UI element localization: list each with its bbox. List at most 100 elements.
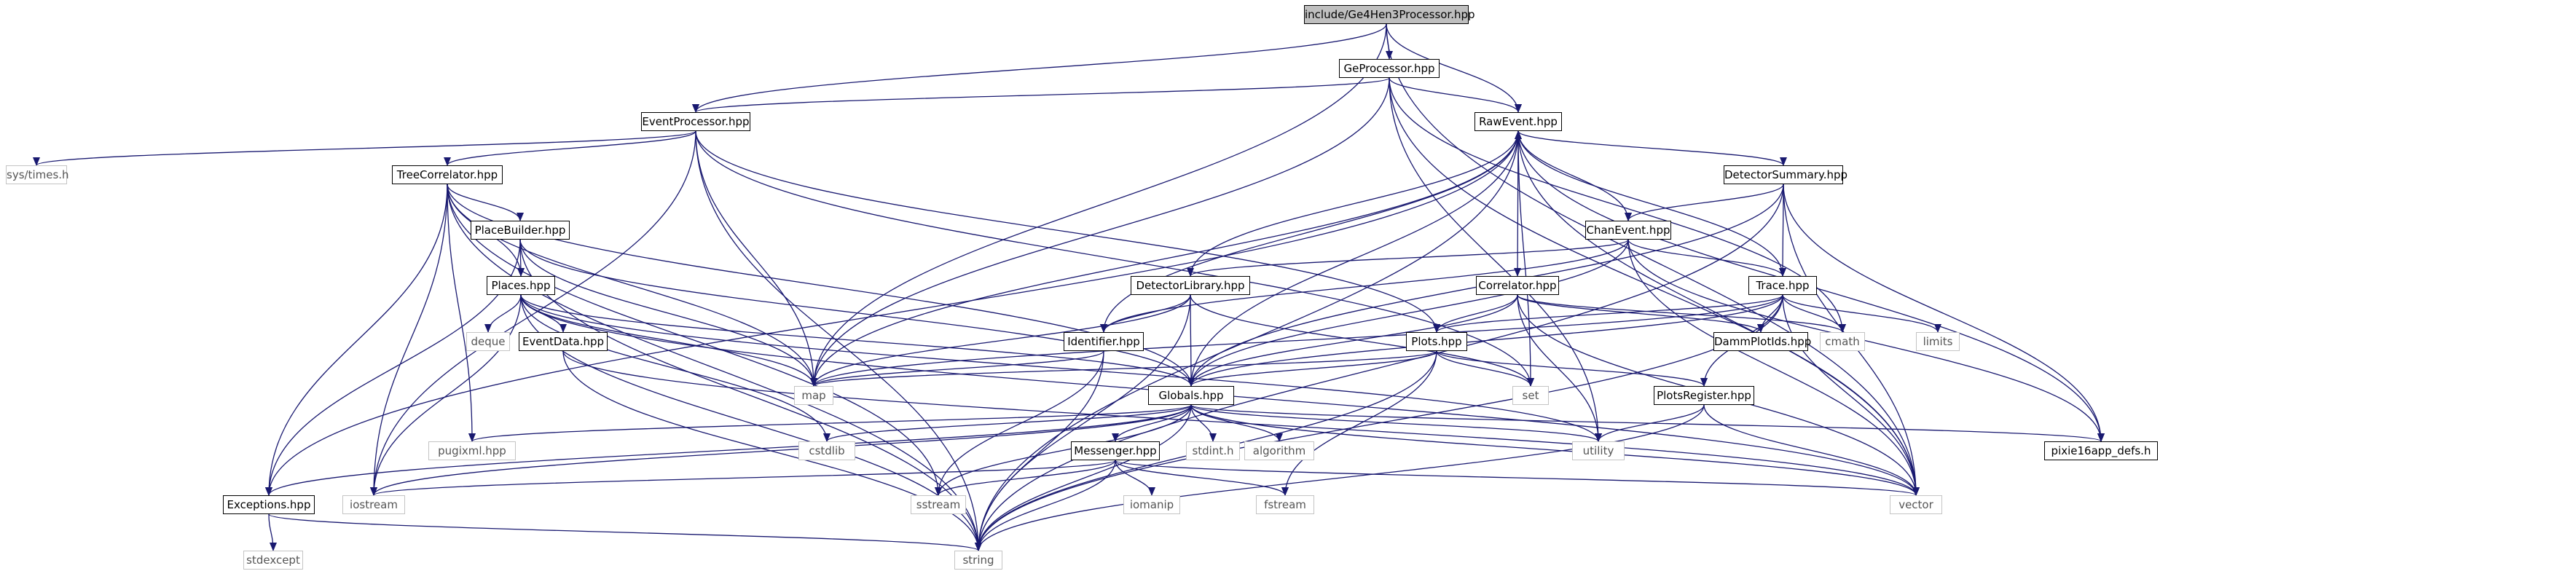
edge-eventproc-to-systimes — [33, 130, 696, 166]
edge-chanevent-to-trace — [1627, 239, 1786, 277]
edge-exceptions-to-string — [268, 513, 982, 551]
edge-trace-to-cmath — [1782, 294, 1846, 333]
node-pixie16app-defs-h[interactable]: pixie16app_defs.h — [2044, 441, 2158, 460]
edge-globals-to-pugixml — [468, 404, 1192, 442]
node-chanevent-hpp[interactable]: ChanEvent.hpp — [1585, 221, 1671, 240]
edge-rawevent-to-set — [1517, 130, 1534, 387]
edge-detlib-to-set — [1190, 294, 1534, 387]
edge-root-to-eventproc — [692, 23, 1387, 113]
edge-identifier-to-sstream — [935, 350, 1104, 496]
node-stdexcept: stdexcept — [243, 551, 303, 570]
edge-correlator-to-utility — [1517, 294, 1602, 442]
dependency-edges — [33, 23, 2105, 551]
edge-chanevent-to-vector — [1627, 239, 1920, 496]
edge-root-to-rawevent — [1386, 23, 1522, 113]
edge-eventproc-to-iostream — [370, 130, 696, 496]
node-plotsregister-hpp[interactable]: PlotsRegister.hpp — [1654, 386, 1754, 405]
edge-trace-to-map — [810, 294, 1783, 387]
edge-plots-to-plotsreg — [1436, 350, 1708, 387]
edge-placebuilder-to-map — [519, 239, 817, 387]
edge-globals-to-vector — [1190, 404, 1920, 496]
edge-messenger-to-iostream — [370, 460, 1116, 496]
node-map: map — [794, 386, 833, 405]
edge-detlib-to-globals — [1187, 294, 1195, 387]
edge-eventproc-to-set — [695, 130, 1534, 387]
edge-globals-to-stdinth — [1190, 404, 1217, 442]
edge-treecorr-to-iostream — [370, 184, 448, 496]
edge-globals-to-utility — [1190, 404, 1602, 442]
edge-globals-to-cstdlib — [823, 404, 1192, 442]
edge-trace-to-vector — [1782, 294, 1920, 496]
node-geprocessor-hpp[interactable]: GeProcessor.hpp — [1339, 59, 1440, 78]
edge-detlib-to-map — [810, 294, 1191, 387]
edge-treecorr-to-string — [447, 184, 982, 551]
node-globals-hpp[interactable]: Globals.hpp — [1148, 386, 1234, 405]
edge-trace-to-limits — [1782, 294, 1941, 333]
node-messenger-hpp[interactable]: Messenger.hpp — [1071, 441, 1160, 460]
edge-placebuilder-to-globals — [519, 239, 1195, 387]
edge-detsum-to-chanevent — [1625, 184, 1784, 221]
node-vector: vector — [1890, 495, 1942, 514]
node-stdint-h: stdint.h — [1186, 441, 1240, 460]
edge-rawevent-to-exceptions — [265, 130, 1519, 496]
node-identifier-hpp[interactable]: Identifier.hpp — [1064, 332, 1144, 351]
edge-plotsreg-to-vector — [1703, 404, 1920, 496]
node-algorithm: algorithm — [1244, 441, 1314, 460]
node-ge4hen3processor-hpp: include/Ge4Hen3Processor.hpp — [1304, 5, 1475, 24]
node-eventdata-hpp[interactable]: EventData.hpp — [519, 332, 608, 351]
node-placebuilder-hpp[interactable]: PlaceBuilder.hpp — [471, 221, 570, 240]
edge-messenger-to-iomanip — [1115, 460, 1155, 496]
edge-correlator-to-dammplotids — [1517, 294, 1764, 333]
node-detectorsummary-hpp[interactable]: DetectorSummary.hpp — [1724, 165, 1847, 184]
edge-detlib-to-identifier — [1100, 294, 1191, 333]
edge-geproc-to-utility — [1389, 77, 1602, 442]
edge-globals-to-exceptions — [265, 404, 1192, 496]
edge-places-to-globals — [520, 294, 1195, 387]
node-plots-hpp[interactable]: Plots.hpp — [1406, 332, 1467, 351]
node-treecorrelator-hpp[interactable]: TreeCorrelator.hpp — [392, 165, 503, 184]
node-detectorlibrary-hpp[interactable]: DetectorLibrary.hpp — [1131, 276, 1250, 295]
edge-plots-to-map — [810, 350, 1437, 387]
edge-rawevent-to-chanevent — [1517, 130, 1632, 221]
edge-messenger-to-vector — [1115, 460, 1920, 496]
edge-detsum-to-string — [975, 184, 1784, 551]
edge-treecorr-to-globals — [447, 184, 1195, 387]
edge-detsum-to-pixie — [1783, 184, 2105, 442]
node-deque: deque — [466, 332, 510, 351]
edge-placebuilder-to-string — [519, 239, 982, 551]
edge-geproc-to-vector — [1389, 77, 1920, 496]
node-places-hpp[interactable]: Places.hpp — [487, 276, 555, 295]
node-rawevent-hpp[interactable]: RawEvent.hpp — [1474, 112, 1562, 131]
edge-rawevent-to-detsum — [1517, 130, 1787, 166]
node-correlator-hpp[interactable]: Correlator.hpp — [1476, 276, 1559, 295]
edge-detlib-to-rawevent — [1190, 130, 1522, 277]
edge-treecorr-to-pugixml — [447, 184, 476, 442]
edge-identifier-to-string — [975, 350, 1104, 551]
edge-geproc-to-rawevent — [1389, 77, 1522, 113]
node-limits: limits — [1916, 332, 1960, 351]
edge-globals-to-iostream — [370, 404, 1192, 496]
node-trace-hpp[interactable]: Trace.hpp — [1748, 276, 1817, 295]
edge-exceptions-to-stdexcept — [268, 513, 277, 551]
node-dammplotids-hpp[interactable]: DammPlotIds.hpp — [1713, 332, 1811, 351]
edge-plotsreg-to-string — [975, 404, 1705, 551]
edge-eventdata-to-vector — [562, 350, 1920, 496]
edge-globals-to-messenger — [1112, 404, 1192, 442]
edge-places-to-deque — [484, 294, 522, 333]
edge-geproc-to-eventproc — [692, 77, 1390, 113]
edge-places-to-utility — [520, 294, 1602, 442]
edge-identifier-to-map — [810, 350, 1104, 387]
edge-treecorr-to-map — [447, 184, 817, 387]
edge-messenger-to-string — [975, 460, 1116, 551]
edge-eventproc-to-treecorr — [444, 130, 696, 166]
edge-eventproc-to-plots — [695, 130, 1440, 333]
edge-treecorr-to-exceptions — [265, 184, 448, 496]
node-string: string — [954, 551, 1002, 570]
node-cmath: cmath — [1820, 332, 1865, 351]
node-set: set — [1512, 386, 1549, 405]
node-exceptions-hpp[interactable]: Exceptions.hpp — [223, 495, 315, 514]
edge-rawevent-to-identifier — [1100, 130, 1519, 333]
node-sys-times-h: sys/times.h — [6, 165, 69, 184]
node-eventprocessor-hpp[interactable]: EventProcessor.hpp — [641, 112, 750, 131]
